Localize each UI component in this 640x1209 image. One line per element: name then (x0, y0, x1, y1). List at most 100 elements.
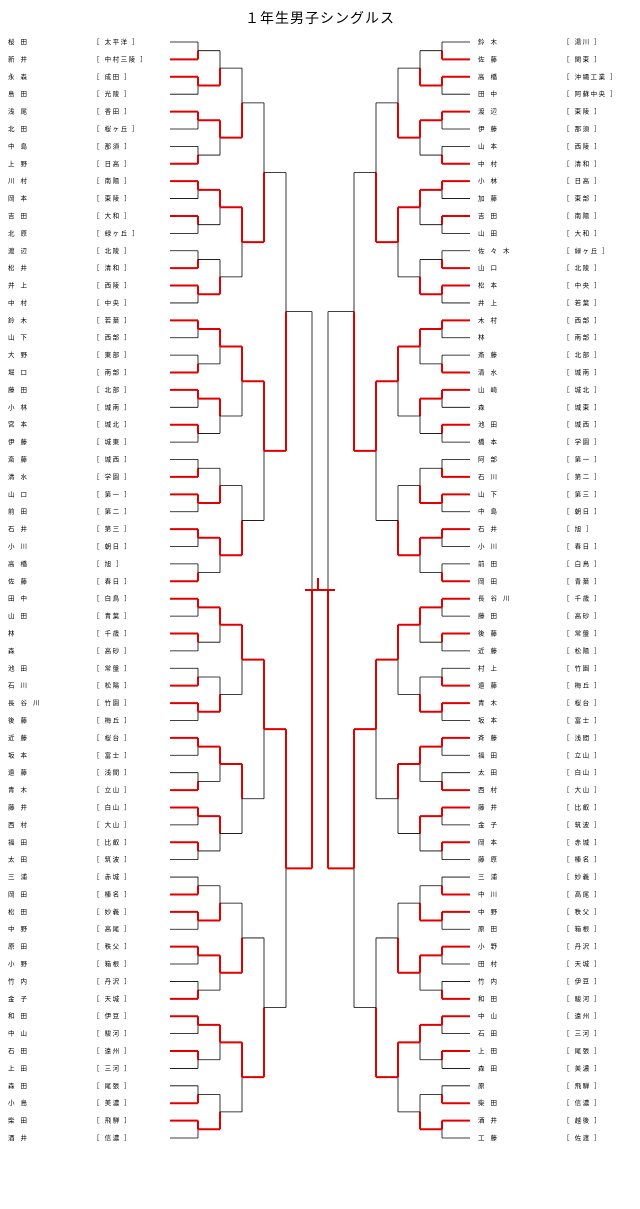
right-player-school: ［ 関東 ］ (563, 54, 602, 63)
left-player-name: 小島 (8, 1098, 33, 1107)
left-player-school: ［ 梅丘 ］ (93, 715, 132, 724)
right-player-name: 前田 (478, 559, 503, 568)
right-player-name: 原田 (478, 925, 503, 933)
left-player-name: 上田 (8, 1063, 33, 1072)
right-player-name: 佐藤 (478, 54, 503, 63)
right-player-name: 村上 (478, 663, 503, 672)
right-player-name: 井上 (478, 298, 503, 307)
right-player-school: ［ 赤城 ］ (563, 838, 602, 846)
left-player-name: 石井 (8, 524, 33, 533)
right-player-school: ［ 南陽 ］ (563, 211, 602, 220)
right-entry: 斎藤［ 北部 ］ (478, 350, 602, 359)
left-entry: 藤田［ 北部 ］ (8, 385, 131, 394)
right-player-school: ［ 梅丘 ］ (563, 681, 602, 690)
left-entry: 上野［ 日高 ］ (8, 159, 131, 168)
left-player-school: ［ 成田 ］ (93, 72, 132, 81)
left-entry: 青木［ 立山 ］ (8, 785, 131, 794)
right-entry: 林［ 南部 ］ (478, 333, 601, 342)
right-player-school: ［ 富士 ］ (563, 715, 602, 724)
left-player-school: ［ 筑波 ］ (93, 855, 132, 864)
right-player-school: ［ 大和 ］ (563, 228, 602, 237)
left-entry: 岡本［ 東陵 ］ (8, 194, 131, 203)
right-player-name: 福田 (478, 750, 503, 759)
right-entry: 山本［ 西陵 ］ (478, 141, 601, 150)
right-player-school: ［ 信濃 ］ (563, 1098, 602, 1107)
left-player-name: 太田 (8, 855, 33, 864)
right-player-school: ［ 城南 ］ (563, 368, 602, 377)
left-player-name: 高橋 (8, 559, 33, 568)
left-player-school: ［ 旭 ］ (93, 559, 124, 568)
left-player-name: 柴田 (8, 1116, 33, 1125)
left-entry: 岡田［ 榛名 ］ (8, 889, 131, 898)
left-entry: 三浦［ 赤城 ］ (8, 872, 131, 881)
left-player-name: 原田 (8, 943, 33, 951)
left-entry: 島田［ 光陵 ］ (8, 89, 132, 98)
left-entry: 松田［ 妙義 ］ (8, 907, 132, 916)
right-player-name: 岡本 (478, 837, 503, 846)
left-player-name: 西村 (8, 820, 33, 829)
left-player-school: ［ 清和 ］ (93, 263, 132, 272)
right-player-school: ［ 伊豆 ］ (563, 976, 602, 985)
left-player-name: 竹内 (8, 976, 33, 985)
right-entry: 森［ 城東 ］ (478, 402, 602, 411)
right-player-name: 青木 (478, 698, 503, 707)
left-entry: 中村［ 中央 ］ (8, 298, 131, 307)
right-player-school: ［ 箱根 ］ (563, 924, 602, 933)
left-player-name: 和田 (8, 1011, 33, 1020)
left-player-name: 新井 (8, 54, 33, 63)
left-player-name: 山田 (8, 611, 33, 620)
left-entry: 鈴木［ 若葉 ］ (8, 315, 132, 324)
right-player-name: 岡田 (478, 577, 503, 585)
left-player-school: ［ 桜ヶ丘 ］ (93, 124, 140, 133)
left-player-school: ［ 第三 ］ (93, 524, 132, 533)
right-entry: 高橋［ 沖縄工業 ］ (478, 72, 617, 81)
left-player-name: 斎藤 (8, 455, 33, 464)
left-player-school: ［ 西部 ］ (93, 333, 132, 342)
right-entry: 竹内［ 伊豆 ］ (478, 976, 602, 985)
left-player-name: 前田 (8, 507, 33, 516)
left-player-school: ［ 城西 ］ (93, 456, 132, 464)
right-entry: 青木［ 桜台 ］ (478, 698, 601, 707)
right-player-school: ［ 遠州 ］ (563, 1011, 602, 1020)
right-entry: 石井［ 旭 ］ (478, 524, 593, 533)
left-entry: 山下［ 西部 ］ (8, 333, 132, 342)
left-player-school: ［ 西陵 ］ (93, 281, 132, 290)
left-player-school: ［ 遠州 ］ (93, 1046, 132, 1055)
left-player-school: ［ 若葉 ］ (93, 315, 132, 324)
right-player-school: ［ 第二 ］ (563, 472, 602, 481)
right-player-school: ［ 城北 ］ (563, 386, 602, 394)
left-player-name: 遠藤 (8, 768, 33, 777)
right-player-school: ［ 城東 ］ (563, 402, 602, 411)
left-entry: 新井［ 中村三陵 ］ (8, 54, 147, 63)
right-player-name: 和田 (478, 994, 503, 1003)
left-entry: 松井 ［ 清和 ］ (8, 263, 132, 272)
left-entry: 小川［ 朝日 ］ (8, 542, 131, 551)
right-player-school: ［ 越後 ］ (563, 1116, 602, 1125)
left-player-name: 大野 (8, 350, 33, 359)
right-player-school: ［ 美濃 ］ (563, 1063, 602, 1072)
left-player-school: ［ 妙義 ］ (93, 907, 132, 916)
left-player-school: ［ 東部 ］ (93, 350, 132, 359)
right-entry: 中野［ 秩父 ］ (478, 907, 601, 916)
right-entry: 岡本 ［ 赤城 ］ (478, 837, 602, 846)
left-entry: 西村［ 大山 ］ (8, 820, 131, 829)
left-player-name: 井上 (8, 281, 33, 290)
right-entry: 山崎［ 城北 ］ (478, 385, 602, 394)
right-player-name: 田中 (478, 89, 503, 98)
left-entry: 佐藤［ 春日 ］ (8, 576, 131, 585)
left-player-name: 中山 (8, 1029, 33, 1038)
left-player-name: 松井 (8, 263, 33, 272)
right-player-name: 遠藤 (478, 681, 503, 690)
right-player-name: 西村 (478, 785, 503, 794)
left-player-school: ［ 緑ヶ丘 ］ (93, 228, 140, 237)
right-player-school: ［ 若葉 ］ (563, 298, 602, 307)
left-player-school: ［ 光陵 ］ (93, 89, 132, 98)
right-player-name: 中川 (478, 889, 503, 898)
right-entry: 柴田［ 信濃 ］ (478, 1098, 602, 1107)
right-player-school: ［ 北部 ］ (563, 350, 602, 359)
right-player-name: 佐々木 (478, 246, 516, 255)
left-player-name: 宮本 (8, 420, 33, 429)
left-player-name: 酒井 (8, 1133, 33, 1142)
right-player-name: 酒井 (478, 1116, 503, 1125)
left-player-name: 小野 (8, 959, 33, 968)
